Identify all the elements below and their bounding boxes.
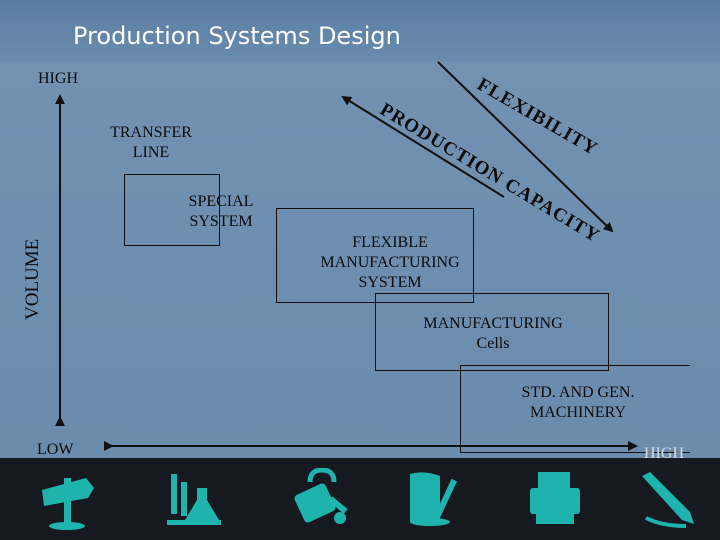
cells-label-line2: Cells: [476, 335, 510, 352]
fms-label-line3: SYSTEM: [358, 274, 422, 291]
std-gen-label: STD. AND GEN. MACHINERY: [498, 383, 658, 423]
pen-icon: [642, 472, 694, 528]
document-pen-icon: [410, 472, 458, 526]
axis-high-top-label: HIGH: [38, 70, 78, 87]
special-system-label-line1: SPECIAL: [188, 193, 254, 210]
transfer-line-box: [124, 174, 220, 246]
production-capacity-arrow: [341, 95, 505, 198]
padlock-key-icon: [294, 468, 348, 524]
fms-label: FLEXIBLE MANUFACTURING SYSTEM: [290, 233, 490, 293]
transfer-line-label-line2: LINE: [132, 144, 170, 161]
signpost-icon: [42, 478, 94, 530]
axis-low-label: LOW: [37, 441, 74, 458]
flexibility-arrow: [437, 61, 614, 233]
std-gen-label-line1: STD. AND GEN.: [521, 384, 635, 401]
fms-label-line2: MANUFACTURING: [320, 254, 460, 271]
slide-title: Production Systems Design: [73, 22, 401, 50]
special-system-label-line2: SYSTEM: [189, 213, 253, 230]
printer-icon: [530, 472, 580, 524]
cells-label: MANUFACTURING Cells: [398, 314, 588, 354]
transfer-line-label-line1: TRANSFER: [110, 124, 192, 141]
std-gen-label-line2: MACHINERY: [529, 404, 626, 421]
transfer-line-label: TRANSFER LINE: [96, 123, 206, 163]
cells-box: [375, 293, 609, 371]
header-band: [0, 0, 720, 62]
lab-flasks-icon: [167, 474, 221, 525]
axis-high-right-label: HIGH: [644, 445, 684, 462]
special-system-label: SPECIAL SYSTEM: [168, 192, 274, 232]
footer-band: [0, 458, 720, 540]
volume-axis-label: VOLUME: [22, 238, 43, 320]
cells-label-line1: MANUFACTURING: [423, 315, 563, 332]
std-gen-box: [460, 365, 690, 453]
fms-label-line1: FLEXIBLE: [352, 234, 428, 251]
